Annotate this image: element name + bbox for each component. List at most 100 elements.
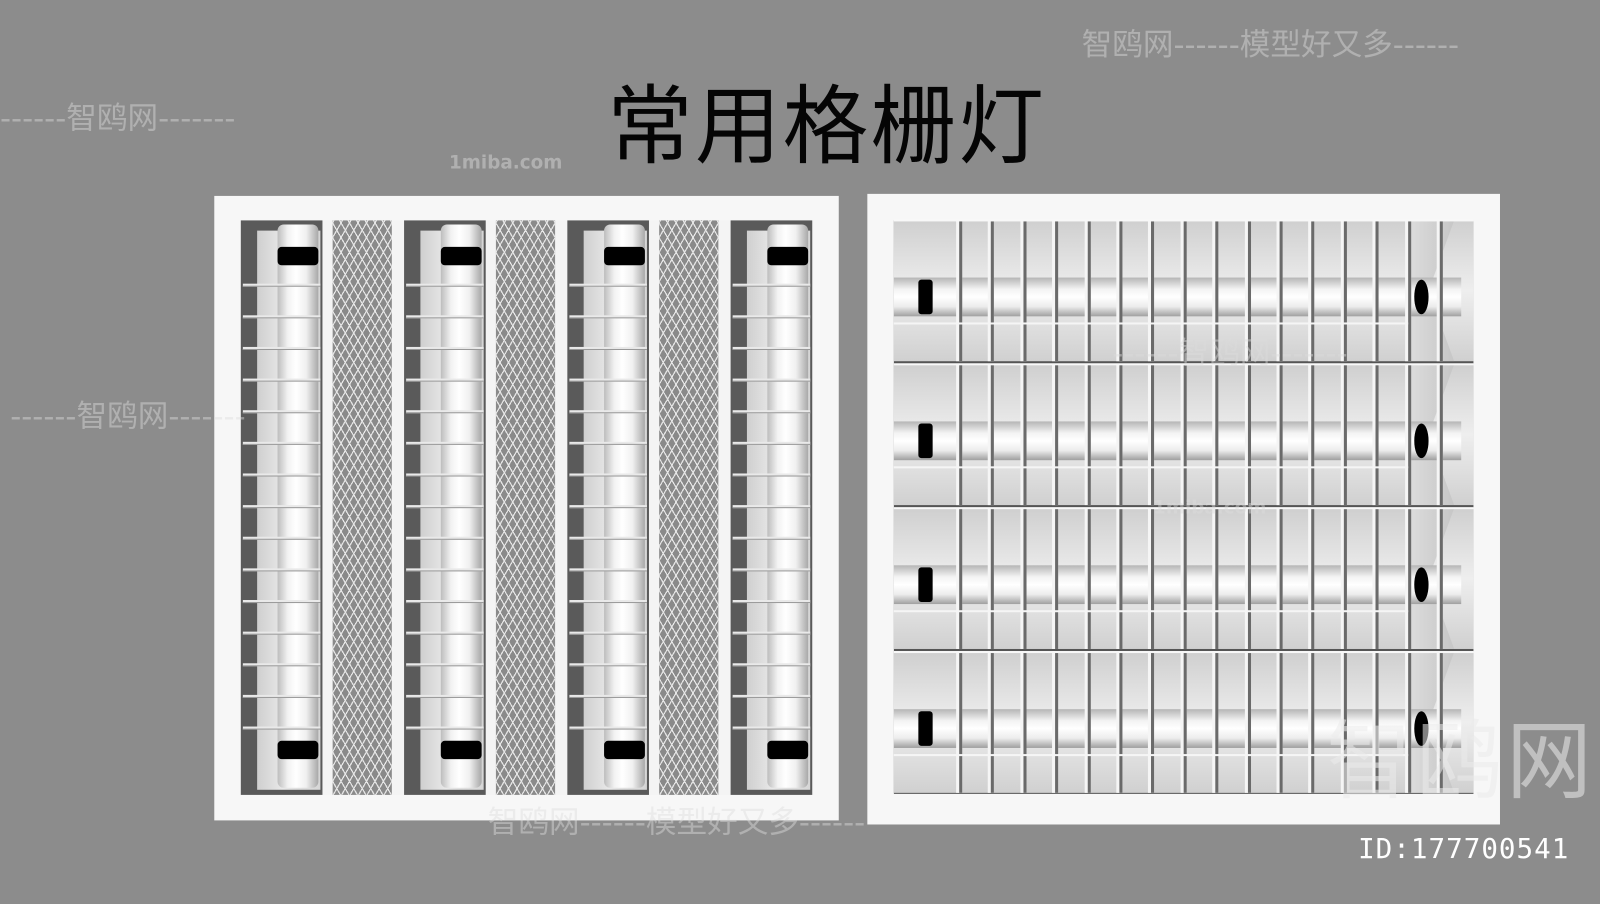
louver-rod (242, 631, 321, 635)
louver-rod (732, 631, 811, 635)
louver-slat (1372, 652, 1379, 793)
louver-slat (1116, 652, 1123, 793)
louver-slat (1404, 220, 1411, 362)
louver-rod (569, 599, 647, 604)
model-id-label: ID:177700541 (1358, 833, 1570, 866)
louver-rod (242, 726, 321, 730)
louver-rod (406, 536, 484, 540)
louver-slat (1436, 652, 1443, 793)
louver-slat (1116, 508, 1123, 649)
louver-slat (1116, 364, 1123, 506)
louver-slat (1212, 508, 1219, 649)
louver-slat (1244, 364, 1251, 506)
louver-slat (956, 508, 963, 649)
right-recess (893, 219, 1474, 794)
louver-slat (1148, 364, 1155, 506)
louver-slat (1052, 220, 1059, 362)
louver-rod (732, 694, 811, 698)
louver-slat (1436, 220, 1443, 362)
louver-slat (1404, 652, 1411, 793)
louver-slat (1340, 652, 1347, 793)
tube-cap-band (1414, 567, 1429, 603)
louver-rod (406, 599, 484, 604)
louver-rod (732, 315, 811, 319)
louver-rod (732, 441, 811, 445)
tube-bay (730, 220, 813, 795)
louver-slat (1084, 364, 1091, 506)
louver-rod (242, 346, 321, 350)
louver-rod (569, 726, 647, 730)
louver-rod (569, 631, 647, 635)
tube-cap-band (604, 740, 645, 760)
louver-rod (406, 346, 484, 350)
louver-rod (406, 631, 484, 635)
louver-slat (1308, 364, 1315, 506)
mesh-panel (332, 220, 392, 795)
louver-slat (1020, 220, 1027, 362)
louver-slat (1372, 220, 1379, 362)
tube-cap-band (918, 279, 933, 315)
watermark: ------智鸥网------- (10, 398, 246, 435)
page-title: 常用格栅灯 (607, 76, 1046, 177)
louver-slat (1404, 508, 1411, 649)
louver-rod (732, 378, 811, 382)
louver-rod (406, 378, 484, 382)
louver-slat (1020, 364, 1027, 506)
tube-row (893, 219, 1474, 362)
tube-cap-band (1414, 423, 1429, 459)
louver-slat (1180, 508, 1187, 649)
louver-rod (242, 283, 321, 287)
louver-rod (732, 599, 811, 604)
louver-slat (1212, 364, 1219, 506)
louver-rod (732, 346, 811, 350)
mesh-panel (659, 220, 719, 795)
cross-rod (893, 322, 1409, 325)
tube-bay (404, 220, 486, 795)
louver-slat (1308, 508, 1315, 649)
cross-rod (893, 610, 1409, 613)
louver-slat (1340, 220, 1347, 362)
louver-rod (242, 378, 321, 382)
louver-rod (406, 505, 484, 509)
louver-rod (732, 536, 811, 540)
tube-cap-band (440, 740, 482, 760)
louver-slat (1340, 364, 1347, 506)
louver-slat (1084, 220, 1091, 362)
louver-rod (569, 694, 647, 698)
tube-cap-band (918, 711, 933, 746)
tube-row (893, 651, 1474, 793)
louver-rod (569, 346, 647, 350)
louver-slat (1052, 508, 1059, 649)
louver-slat (1148, 652, 1155, 793)
cross-rod (893, 651, 1474, 654)
louver-rod (732, 283, 811, 287)
right-grille-light (867, 193, 1500, 825)
tube-bay (240, 220, 323, 795)
louver-rod (406, 568, 484, 572)
louver-slat (1020, 508, 1027, 649)
louver-rod (732, 726, 811, 730)
louver-slat (988, 652, 995, 793)
louver-slat (1052, 652, 1059, 793)
louver-rod (242, 694, 321, 698)
cross-rod (893, 363, 1474, 366)
tube-cap-band (277, 740, 319, 760)
tube-cap-band (767, 740, 809, 760)
louver-rod (569, 378, 647, 382)
cross-rod (893, 219, 1474, 222)
cross-rod (893, 466, 1409, 469)
louver-rod (732, 473, 811, 477)
louver-slat (1276, 364, 1283, 506)
louver-slat (1244, 652, 1251, 793)
louver-slat (1308, 220, 1315, 362)
louver-slat (1436, 364, 1443, 506)
louver-slat (1084, 652, 1091, 793)
tube-cap-band (277, 246, 319, 266)
louver-rod (406, 441, 484, 445)
louver-rod (242, 473, 321, 477)
louver-rod (569, 568, 647, 572)
louver-slat (1212, 652, 1219, 793)
louver-rod (569, 663, 647, 667)
louver-slat (1180, 220, 1187, 362)
